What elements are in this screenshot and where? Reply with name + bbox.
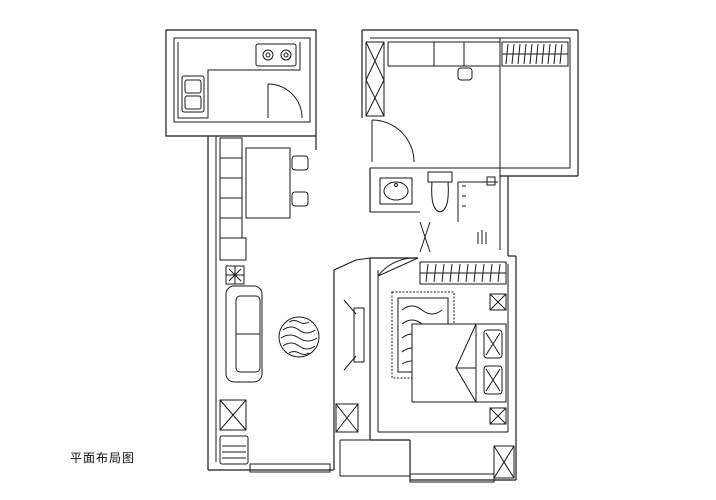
bathroom — [370, 168, 578, 256]
window-bottom-living — [250, 464, 330, 472]
dining-chair — [292, 156, 308, 170]
bathroom-door — [420, 222, 430, 252]
nightstand — [490, 294, 506, 310]
shower-area — [458, 177, 498, 244]
bedroom — [370, 256, 516, 482]
tv-cabinet — [344, 300, 364, 370]
column-box — [336, 404, 358, 432]
bedroom-corner-cabinet — [494, 446, 514, 478]
washing-machine-icon — [220, 436, 248, 464]
kitchen-outer-wall — [166, 30, 316, 136]
stove-icon — [256, 44, 296, 66]
kitchen-inner-wall — [174, 38, 310, 122]
study-inner-wall — [370, 38, 570, 168]
wardrobe-hatched — [502, 42, 568, 66]
sink-icon — [182, 76, 204, 112]
dining-table — [246, 148, 308, 218]
sofa — [226, 286, 262, 382]
bedroom-door — [378, 258, 418, 276]
study-door — [372, 120, 414, 162]
window-bottom-bedroom — [410, 474, 494, 482]
pillow — [484, 330, 502, 358]
plan-caption: 平面布局图 — [70, 451, 136, 465]
kitchen-door — [268, 84, 302, 118]
plant-icon — [226, 266, 244, 284]
desk — [388, 42, 500, 66]
kitchen-counter — [178, 42, 300, 118]
living-room — [208, 136, 364, 472]
nightstand — [490, 408, 506, 424]
shoe-cabinet — [220, 400, 246, 430]
washbasin-icon — [380, 178, 412, 204]
wardrobe-hatched — [420, 262, 506, 284]
desk-chair — [458, 68, 472, 80]
round-rug — [279, 317, 319, 357]
cabinet-column — [220, 138, 246, 260]
dining-chair — [292, 192, 308, 206]
study-shelf — [366, 42, 384, 116]
double-bed — [412, 324, 506, 402]
corridor — [316, 145, 410, 476]
pillow — [484, 366, 502, 394]
study-room — [362, 30, 578, 176]
kitchen — [166, 30, 316, 136]
toilet-icon — [428, 172, 452, 212]
